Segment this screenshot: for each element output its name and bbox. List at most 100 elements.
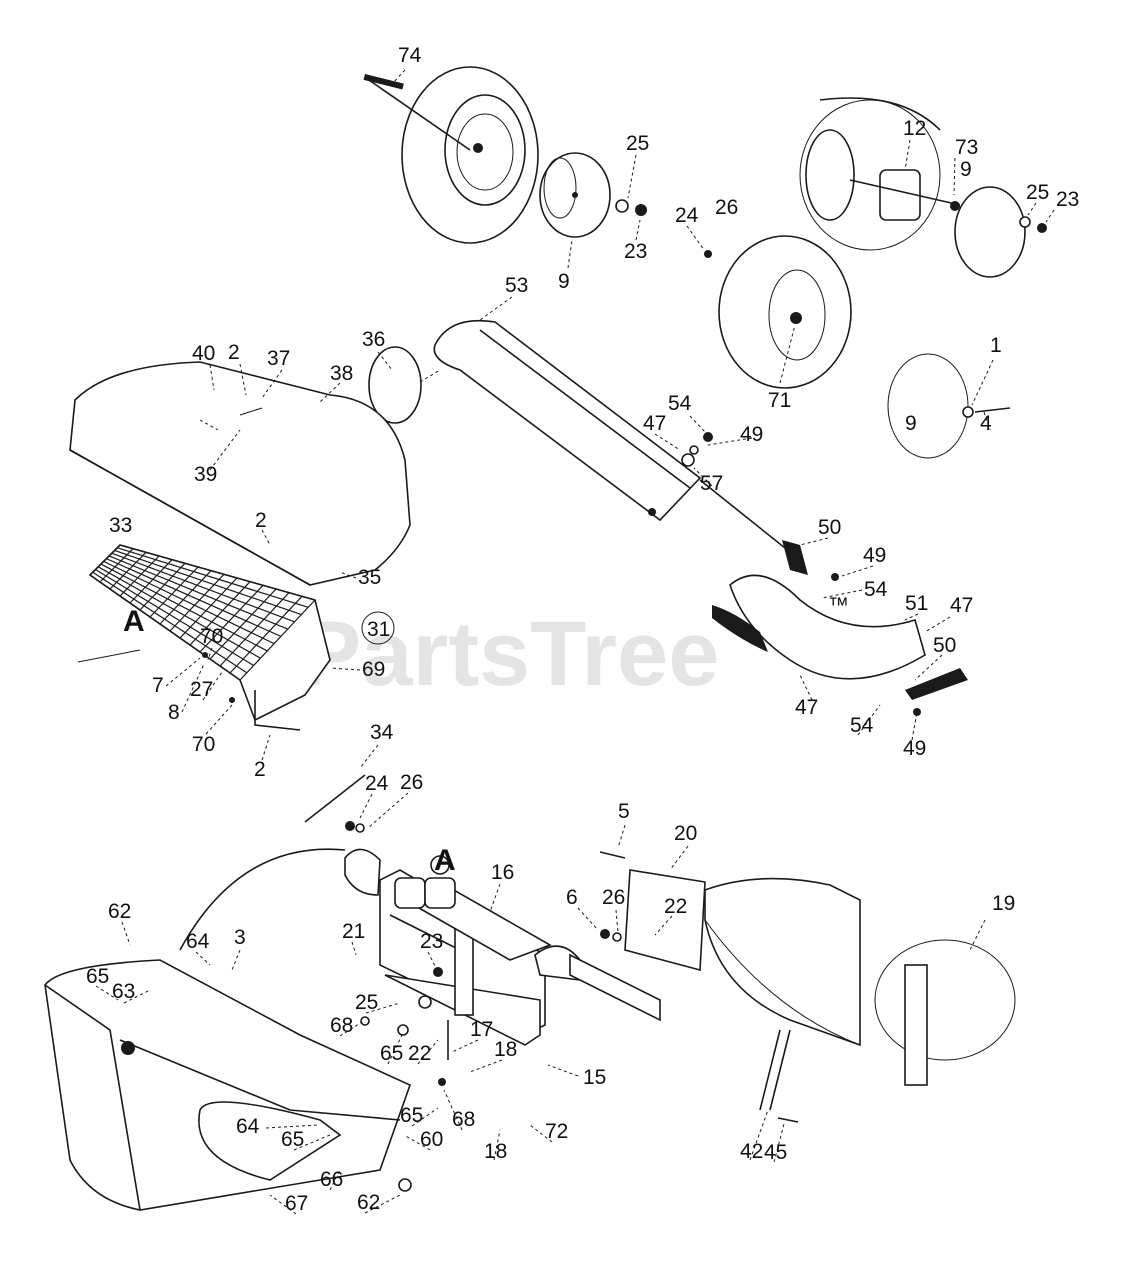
callout-31: 31	[367, 618, 390, 641]
leader-line	[707, 437, 753, 446]
part-number-label: 22	[408, 1042, 431, 1065]
leader-line	[635, 219, 641, 241]
mesh-line	[111, 552, 295, 623]
mesh-line	[129, 559, 173, 604]
part-number-label: 16	[491, 861, 514, 884]
mesh-line	[229, 595, 303, 674]
mesh-line	[100, 563, 268, 652]
part-number-label: 72	[545, 1120, 568, 1143]
leader-line	[953, 157, 956, 196]
part-number-label: 50	[933, 634, 956, 657]
reference-letter-a: A	[434, 844, 456, 877]
part-number-label: 54	[864, 578, 888, 601]
part-number-label: 36	[362, 328, 385, 351]
part-number-label: 42	[740, 1140, 763, 1163]
mesh-line	[117, 547, 309, 608]
leader-line	[654, 915, 673, 936]
grass-catcher-bag	[44, 959, 412, 1211]
part-number-label: 26	[602, 886, 625, 909]
part-number-label: 6	[566, 886, 578, 909]
leader-line	[689, 415, 706, 433]
mesh-line	[169, 573, 225, 632]
part-number-label: 49	[740, 423, 763, 446]
leader-line	[339, 1021, 363, 1037]
part-number-label: 25	[1026, 181, 1049, 204]
part-number-label: 66	[320, 1168, 343, 1191]
leader-line	[617, 824, 626, 849]
mesh-line	[199, 584, 264, 653]
leader-line	[924, 616, 951, 633]
leader-line	[547, 1064, 579, 1077]
leader-line	[451, 1039, 479, 1053]
leader-line	[904, 613, 919, 621]
leader-line	[231, 949, 241, 971]
part-number-label: 45	[764, 1141, 787, 1164]
leader-line	[205, 704, 233, 735]
part-number-label: 37	[267, 347, 290, 370]
leader-line	[387, 1034, 403, 1065]
part-number-label: 34	[370, 721, 394, 744]
leader-line	[799, 674, 813, 701]
leader-line	[627, 154, 637, 199]
part-number-label: 12	[903, 117, 926, 140]
part-number-label: 62	[357, 1191, 380, 1214]
part-number-label: 73	[955, 136, 978, 159]
leader-line	[841, 565, 874, 577]
part-number-label: 8	[168, 701, 180, 724]
part-number-label: 25	[355, 991, 378, 1014]
part-number-label: 24	[675, 204, 699, 227]
leader-line	[403, 1134, 431, 1151]
leader-line	[443, 1089, 463, 1131]
part-number-label: 50	[818, 516, 841, 539]
part-number-label: 53	[505, 274, 528, 297]
part-number-label: 67	[285, 1192, 308, 1215]
leader-line	[1027, 202, 1037, 216]
part-number-label: 62	[108, 900, 131, 923]
hitch-frame	[344, 848, 661, 1086]
part-number-label: 2	[255, 509, 267, 532]
part-number-label: 2	[254, 758, 266, 781]
leader-line	[359, 793, 373, 819]
mesh-line	[139, 562, 186, 611]
chute-deflector	[699, 479, 968, 716]
mesh-line	[114, 549, 302, 616]
leader-line	[799, 537, 829, 546]
leader-line	[367, 792, 409, 829]
part-number-label: 63	[112, 980, 135, 1003]
leader-line	[654, 433, 681, 451]
leader-line	[686, 225, 705, 251]
part-number-label: 49	[903, 737, 926, 760]
mesh-line	[239, 599, 316, 681]
leader-line	[364, 1194, 401, 1214]
part-number-label: 69	[362, 658, 385, 681]
part-number-label: 23	[420, 930, 443, 953]
part-number-label: 26	[715, 196, 738, 219]
leader-line	[669, 845, 689, 871]
leader-line	[269, 1194, 297, 1215]
leader-line	[427, 951, 437, 969]
part-number-label: 17	[470, 1018, 493, 1041]
leader-line	[195, 951, 211, 966]
mesh-line	[95, 569, 254, 666]
mesh-line	[89, 544, 121, 576]
leader-line	[779, 324, 796, 384]
part-number-label: 27	[190, 678, 213, 701]
mesh-line	[189, 581, 251, 646]
part-number-label: 1	[990, 334, 1002, 357]
leader-line	[1045, 209, 1055, 223]
part-number-label: 68	[452, 1108, 475, 1131]
leader-line	[693, 467, 713, 487]
leader-line	[857, 704, 881, 736]
part-number-label: 33	[109, 514, 132, 537]
watermark: PartsTree	[300, 603, 719, 705]
mesh-line	[209, 588, 277, 660]
leader-line	[359, 744, 379, 769]
leader-line	[567, 239, 573, 269]
part-number-label: 15	[583, 1066, 606, 1089]
mesh-line	[159, 570, 212, 625]
leader-line	[209, 429, 241, 471]
part-number-label: 47	[950, 594, 973, 617]
leader-line	[95, 985, 119, 1001]
part-number-label: 35	[358, 566, 381, 589]
